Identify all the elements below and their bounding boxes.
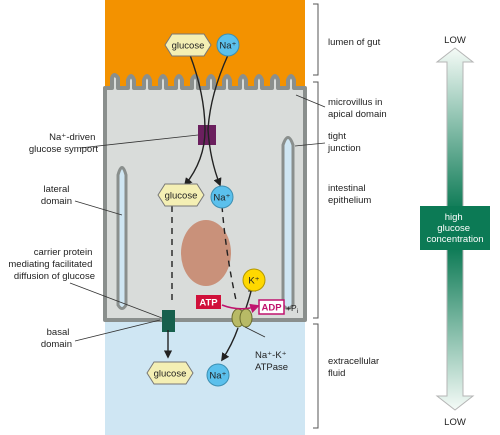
glucose-lumen: glucose — [164, 33, 212, 57]
svg-text:glucose: glucose — [172, 41, 205, 52]
leader-lines — [69, 94, 326, 342]
atp-box: ATP — [196, 295, 221, 309]
epithelial-cells — [103, 73, 307, 322]
svg-text:high glucose conce: high glucose concentration — [426, 212, 483, 245]
glucose-carrier-protein — [162, 310, 175, 332]
adp-box: ADP — [258, 299, 285, 315]
label-intestinal-epithelium: intestinal epithelium — [328, 183, 371, 206]
lateral-space-right — [281, 136, 295, 310]
lateral-space-left — [116, 166, 128, 310]
right-brackets — [313, 3, 319, 429]
label-na-k-atpase: Na⁺-K⁺ ATPase — [255, 350, 289, 373]
label-microvillus: microvillus in apical domain — [328, 97, 387, 120]
svg-text:K⁺: K⁺ — [248, 276, 259, 287]
label-extracellular-fluid: extracellular fluid — [328, 356, 382, 379]
svg-text:ATP: ATP — [199, 298, 218, 309]
phosphate-label: +Pi — [286, 303, 298, 315]
nucleus — [181, 220, 231, 286]
na-ion-lumen: Na⁺ — [216, 33, 240, 57]
label-tight-junction: tight junction — [327, 131, 361, 154]
na-ion-extracellular: Na⁺ — [206, 363, 230, 387]
svg-text:glucose: glucose — [165, 191, 198, 202]
label-lumen-of-gut: lumen of gut — [328, 37, 381, 48]
na-k-atpase-pump — [231, 308, 253, 328]
atp-hydrolysis-arrow — [221, 303, 260, 313]
gradient-label-top: LOW — [444, 35, 466, 46]
label-carrier-protein: carrier protein mediating facilitated di… — [8, 247, 95, 282]
svg-text:Na⁺: Na⁺ — [209, 371, 226, 382]
glucose-extracellular: glucose — [146, 361, 194, 385]
na-glucose-symporter — [198, 125, 216, 145]
label-lateral-domain: lateral domain — [41, 184, 72, 207]
extracellular-region — [105, 318, 305, 435]
svg-text:Na⁺: Na⁺ — [219, 41, 236, 52]
svg-text:Na⁺: Na⁺ — [213, 193, 230, 204]
label-basal-domain: basal domain — [41, 327, 72, 350]
glucose-cytosol: glucose — [157, 183, 205, 207]
svg-text:ADP: ADP — [261, 303, 282, 314]
svg-text:glucose: glucose — [154, 369, 187, 380]
gradient-label-bottom: LOW — [444, 417, 466, 428]
na-ion-cytosol: Na⁺ — [210, 185, 234, 209]
transport-arrows — [163, 54, 257, 362]
k-ion: K⁺ — [242, 268, 266, 292]
high-concentration-box: high glucose concentration — [420, 206, 490, 250]
label-na-driven-symport: Na⁺-driven glucose symport — [29, 132, 99, 155]
